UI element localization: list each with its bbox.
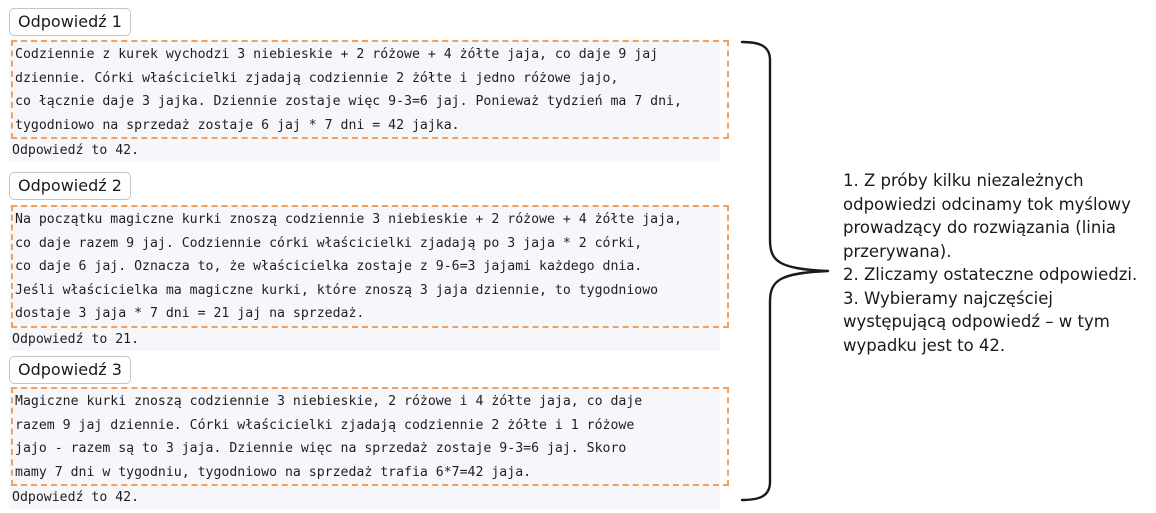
explanation-line: 1. Z próby kilku niezależnych [843, 171, 1084, 190]
reasoning-line: co daje 6 jaj. Oznacza to, że właściciel… [15, 259, 643, 274]
reasoning-line: jajo - razem są to 3 jaja. Dziennie więc… [15, 441, 627, 456]
response-1-reasoning: Codziennie z kurek wychodzi 3 niebieskie… [11, 40, 729, 139]
reasoning-line: dziennie. Córki właścicielki zjadają cod… [15, 70, 619, 86]
response-2-answer: Odpowiedź to 21. [12, 331, 140, 347]
curly-brace-icon [740, 40, 830, 502]
explanation-line: odpowiedzi odcinamy tok myślowy [843, 194, 1131, 214]
explanation-line: wypadku jest to 42. [843, 335, 1006, 355]
explanation-line: prowadzący do rozwiązania (linia [843, 218, 1117, 237]
explanation-line: 3. Wybieramy najczęściej [843, 288, 1053, 308]
response-3-label: Odpowiedź 3 [9, 356, 131, 384]
reasoning-line: co łącznie daje 3 jajka. Dziennie zostaj… [15, 94, 682, 109]
reasoning-line: Jeśli właścicielka ma magiczne kurki, kt… [15, 282, 659, 298]
reasoning-line: tygodniowo na sprzedaż zostaje 6 jaj * 7… [15, 117, 460, 133]
response-1-label: Odpowiedź 1 [9, 8, 131, 36]
reasoning-line: mamy 7 dni w tygodniu, tygodniowo na spr… [15, 464, 532, 480]
reasoning-line: razem 9 jaj dziennie. Córki właścicielki… [15, 417, 635, 433]
reasoning-line: Codziennie z kurek wychodzi 3 niebieskie… [15, 47, 659, 62]
reasoning-line: co daje razem 9 jaj. Codziennie córki wł… [15, 235, 643, 251]
response-3-box: Magiczne kurki znoszą codziennie 3 niebi… [9, 387, 729, 509]
response-3-answer: Odpowiedź to 42. [12, 490, 140, 505]
reasoning-line: Magiczne kurki znoszą codziennie 3 niebi… [15, 394, 643, 409]
response-1-box: Codziennie z kurek wychodzi 3 niebieskie… [9, 40, 729, 162]
reasoning-line: dostaje 3 jaja * 7 dni = 21 jaj na sprze… [15, 306, 365, 321]
response-2-label: Odpowiedź 2 [9, 172, 131, 200]
explanation-text: 1. Z próby kilku niezależnych odpowiedzi… [843, 169, 1156, 357]
explanation-line: występującą odpowiedź – w tym [843, 312, 1110, 331]
response-2-reasoning: Na początku magiczne kurki znoszą codzie… [11, 205, 729, 328]
response-3-reasoning: Magiczne kurki znoszą codziennie 3 niebi… [11, 387, 729, 486]
explanation-line: przerywana). [843, 241, 952, 261]
response-2-box: Na początku magiczne kurki znoszą codzie… [9, 205, 729, 351]
explanation-line: 2. Zliczamy ostateczne odpowiedzi. [843, 265, 1138, 284]
response-1-answer: Odpowiedź to 42. [12, 143, 140, 158]
reasoning-line: Na początku magiczne kurki znoszą codzie… [15, 212, 682, 227]
